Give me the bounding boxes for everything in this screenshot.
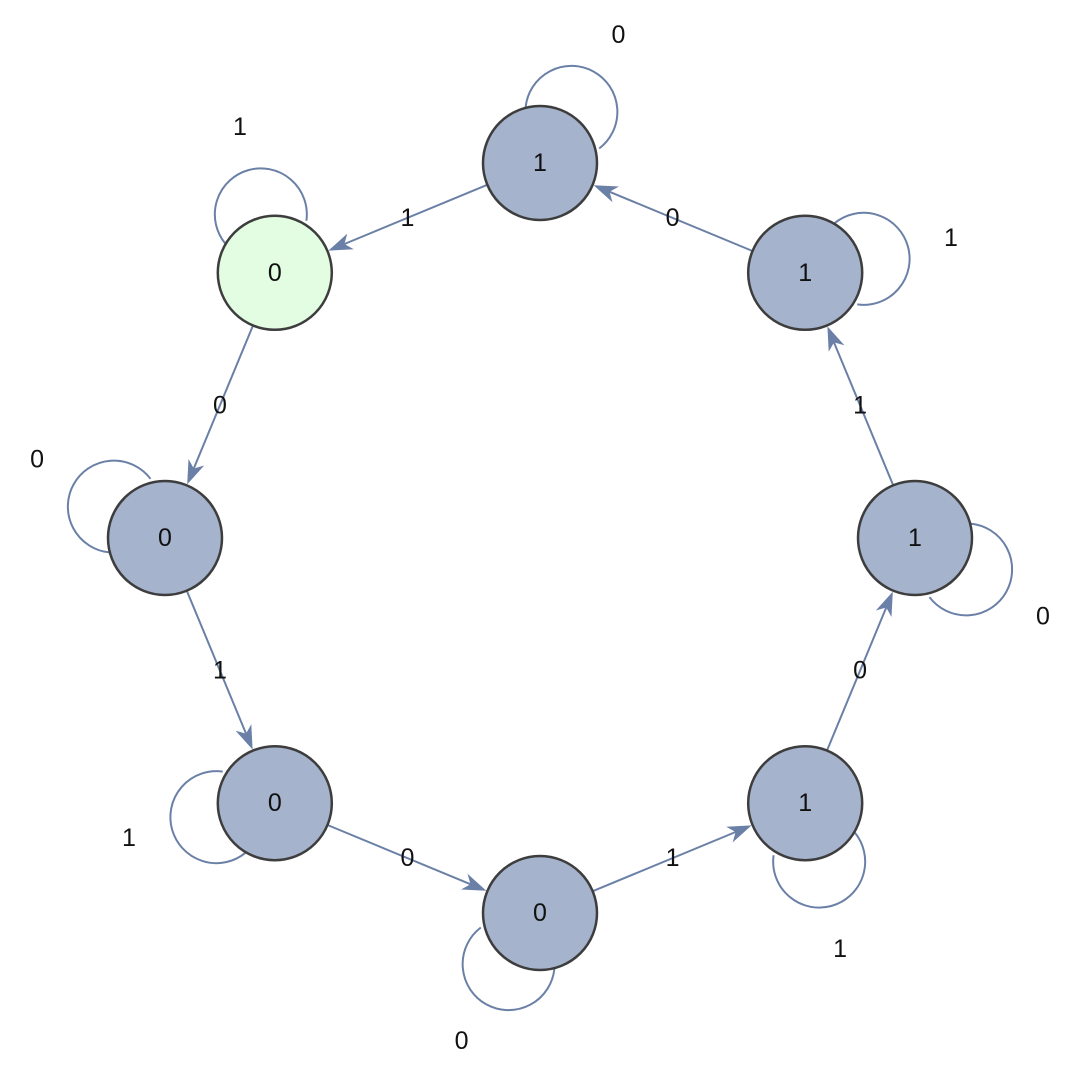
edge-line <box>608 190 753 252</box>
edge-arrowhead <box>827 326 845 352</box>
self-loop-path <box>928 522 1014 617</box>
edge-line <box>185 590 248 736</box>
state-label: 1 <box>798 259 812 287</box>
edge-n2-n3: 1 <box>185 590 253 750</box>
edge-label: 1 <box>400 204 414 232</box>
edge-line <box>832 340 895 486</box>
state-node-n1: 0 <box>216 214 334 332</box>
self-loop-label: 0 <box>1036 602 1050 630</box>
edge-arrowhead <box>328 233 354 251</box>
nodes-layer: 1 0 0 0 0 1 1 1 <box>106 104 974 972</box>
edge-label: 0 <box>400 844 414 872</box>
edges-layer: 1 0 1 0 1 0 1 0 <box>185 183 895 893</box>
state-circle <box>106 479 224 597</box>
start-state-circle <box>216 214 334 332</box>
state-node-n2: 0 <box>106 479 224 597</box>
edge-n7-n0: 0 <box>593 185 753 252</box>
state-node-n4: 0 <box>481 854 599 972</box>
edge-label: 1 <box>213 657 227 685</box>
state-circle <box>746 214 864 332</box>
self-loop-label: 0 <box>455 1027 469 1055</box>
self-loop-label: 0 <box>30 446 44 474</box>
self-loop-path <box>169 770 247 865</box>
edge-n0-n1: 1 <box>328 183 488 251</box>
edge-label: 1 <box>666 844 680 872</box>
self-loop-path <box>461 926 556 1012</box>
self-loop-label: 1 <box>233 113 247 141</box>
self-loop-label: 1 <box>944 224 958 252</box>
edge-n6-n7: 1 <box>827 326 895 486</box>
edge-label: 0 <box>213 391 227 419</box>
state-node-n6: 1 <box>856 479 974 597</box>
edge-arrowhead <box>187 459 205 485</box>
edge-line <box>342 183 488 246</box>
self-loop-label: 0 <box>611 21 625 49</box>
state-label: 0 <box>533 899 547 927</box>
state-circle <box>856 479 974 597</box>
self-loop-label: 1 <box>833 935 847 963</box>
state-label: 1 <box>533 149 547 177</box>
edge-label: 0 <box>853 657 867 685</box>
edge-arrowhead <box>726 825 752 843</box>
state-label: 1 <box>908 524 922 552</box>
self-loop-path <box>524 64 619 150</box>
state-node-n3: 0 <box>216 744 334 862</box>
edge-label: 0 <box>666 204 680 232</box>
state-circle <box>481 854 599 972</box>
self-loop-path <box>772 831 867 909</box>
edge-n1-n2: 0 <box>187 325 254 485</box>
state-node-n5: 1 <box>746 744 864 862</box>
state-node-n7: 1 <box>746 214 864 332</box>
state-label: 0 <box>158 524 172 552</box>
state-circle <box>481 104 599 222</box>
self-loop-path <box>213 167 308 245</box>
edge-arrowhead <box>235 724 253 750</box>
edge-line <box>192 325 254 470</box>
state-label: 1 <box>798 789 812 817</box>
self-loop-path <box>833 211 911 306</box>
edge-n5-n6: 0 <box>826 591 893 751</box>
edge-n3-n4: 0 <box>327 824 487 891</box>
state-label: 0 <box>268 789 282 817</box>
self-loop-label: 1 <box>122 824 136 852</box>
edge-arrowhead <box>461 873 487 891</box>
edge-line <box>327 824 472 886</box>
state-node-n0: 1 <box>481 104 599 222</box>
edge-arrowhead <box>593 185 619 203</box>
state-label: 0 <box>268 259 282 287</box>
edge-arrowhead <box>875 591 893 617</box>
edge-label: 1 <box>853 391 867 419</box>
state-circle <box>746 744 864 862</box>
edge-n4-n5: 1 <box>592 825 752 893</box>
edge-line <box>826 606 888 751</box>
self-loop-path <box>66 459 152 554</box>
state-circle <box>216 744 334 862</box>
edge-line <box>592 830 738 893</box>
